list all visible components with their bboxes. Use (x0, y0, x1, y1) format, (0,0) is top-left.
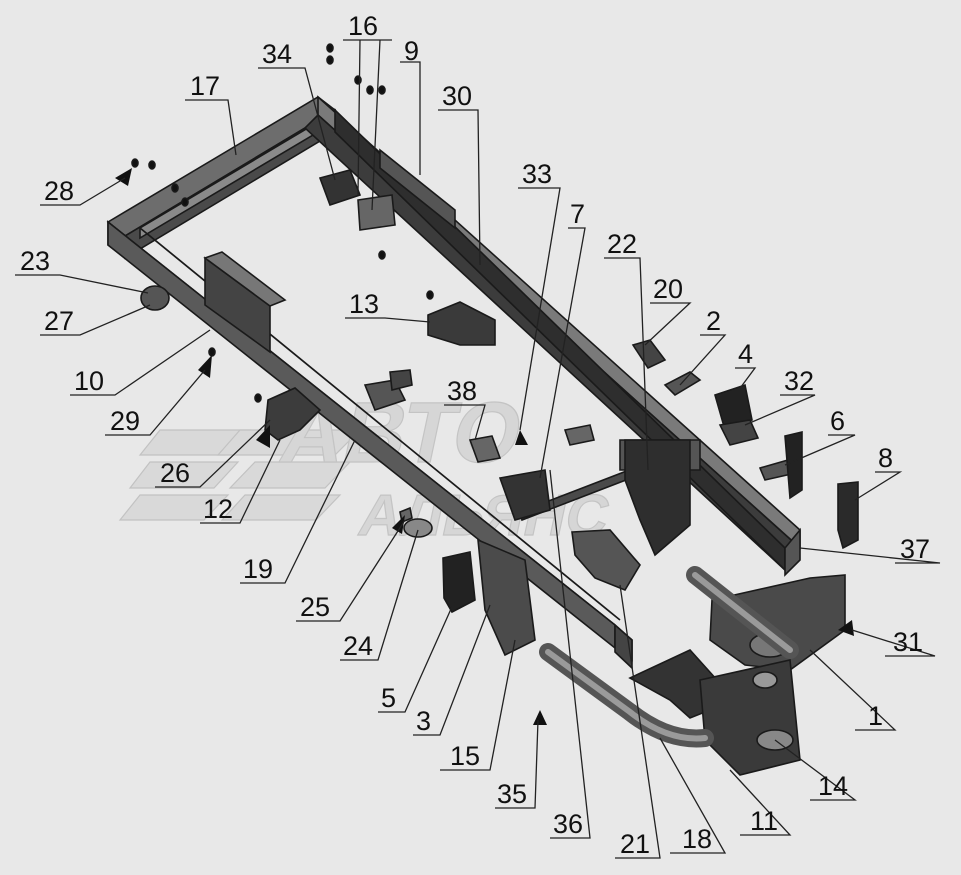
callout-27: 27 (44, 306, 74, 336)
bracket-34 (318, 169, 362, 207)
callout-23: 23 (20, 246, 50, 276)
coupler-plate (709, 574, 846, 671)
callout-29: 29 (110, 406, 140, 436)
callout-36: 36 (553, 809, 583, 839)
callout-15: 15 (450, 741, 480, 771)
leader-lines (15, 39, 941, 859)
callout-6: 6 (830, 406, 845, 436)
callout-24: 24 (343, 631, 373, 661)
callout-21: 21 (620, 829, 650, 859)
part-24 (403, 518, 433, 538)
callout-7: 7 (570, 199, 585, 229)
callout-35: 35 (497, 779, 527, 809)
callout-1: 1 (868, 701, 883, 731)
callout-26: 26 (160, 458, 190, 488)
callout-13: 13 (349, 289, 379, 319)
hanger-5 (442, 551, 476, 614)
callout-12: 12 (203, 494, 233, 524)
part-32 (718, 419, 760, 446)
callout-25: 25 (300, 592, 330, 622)
bracket-21 (571, 529, 641, 591)
callout-11: 11 (750, 806, 778, 836)
callout-38: 38 (447, 376, 477, 406)
callout-22: 22 (607, 229, 637, 259)
callout-20: 20 (653, 274, 683, 304)
part-20 (631, 339, 667, 370)
callout-2: 2 (706, 306, 721, 336)
callout-9: 9 (404, 36, 419, 66)
hanger-3 (477, 538, 536, 657)
part-2 (663, 371, 702, 397)
callout-31: 31 (893, 627, 923, 657)
callout-14: 14 (818, 771, 848, 801)
part-38 (468, 435, 502, 463)
callout-8: 8 (878, 443, 893, 473)
callout-3: 3 (416, 706, 431, 736)
part-4 (714, 383, 753, 432)
callout-16: 16 (348, 11, 378, 41)
callout-28: 28 (44, 176, 74, 206)
bracket-13 (427, 301, 496, 346)
watermark: АВТО АЛЬЯНС (118, 384, 616, 548)
callout-33: 33 (522, 159, 552, 189)
arrowheads (115, 168, 854, 725)
part-8 (837, 481, 859, 550)
callout-19: 19 (243, 554, 273, 584)
callout-34: 34 (262, 39, 292, 69)
bolts-16 (131, 43, 434, 403)
callout-30: 30 (442, 81, 472, 111)
callout-5: 5 (381, 683, 396, 713)
callout-32: 32 (784, 366, 814, 396)
callout-4: 4 (738, 339, 753, 369)
callout-labels: 16 34 9 17 30 28 33 7 22 23 20 13 27 2 4… (20, 11, 930, 859)
bracket-12 (264, 387, 322, 441)
callout-18: 18 (682, 824, 712, 854)
frame-assembly (106, 43, 859, 776)
part-23 (140, 285, 170, 311)
rear-crossmember (106, 96, 337, 237)
callout-10: 10 (74, 366, 104, 396)
callout-37: 37 (900, 534, 930, 564)
middle-bracket (624, 439, 691, 557)
callout-17: 17 (190, 71, 220, 101)
